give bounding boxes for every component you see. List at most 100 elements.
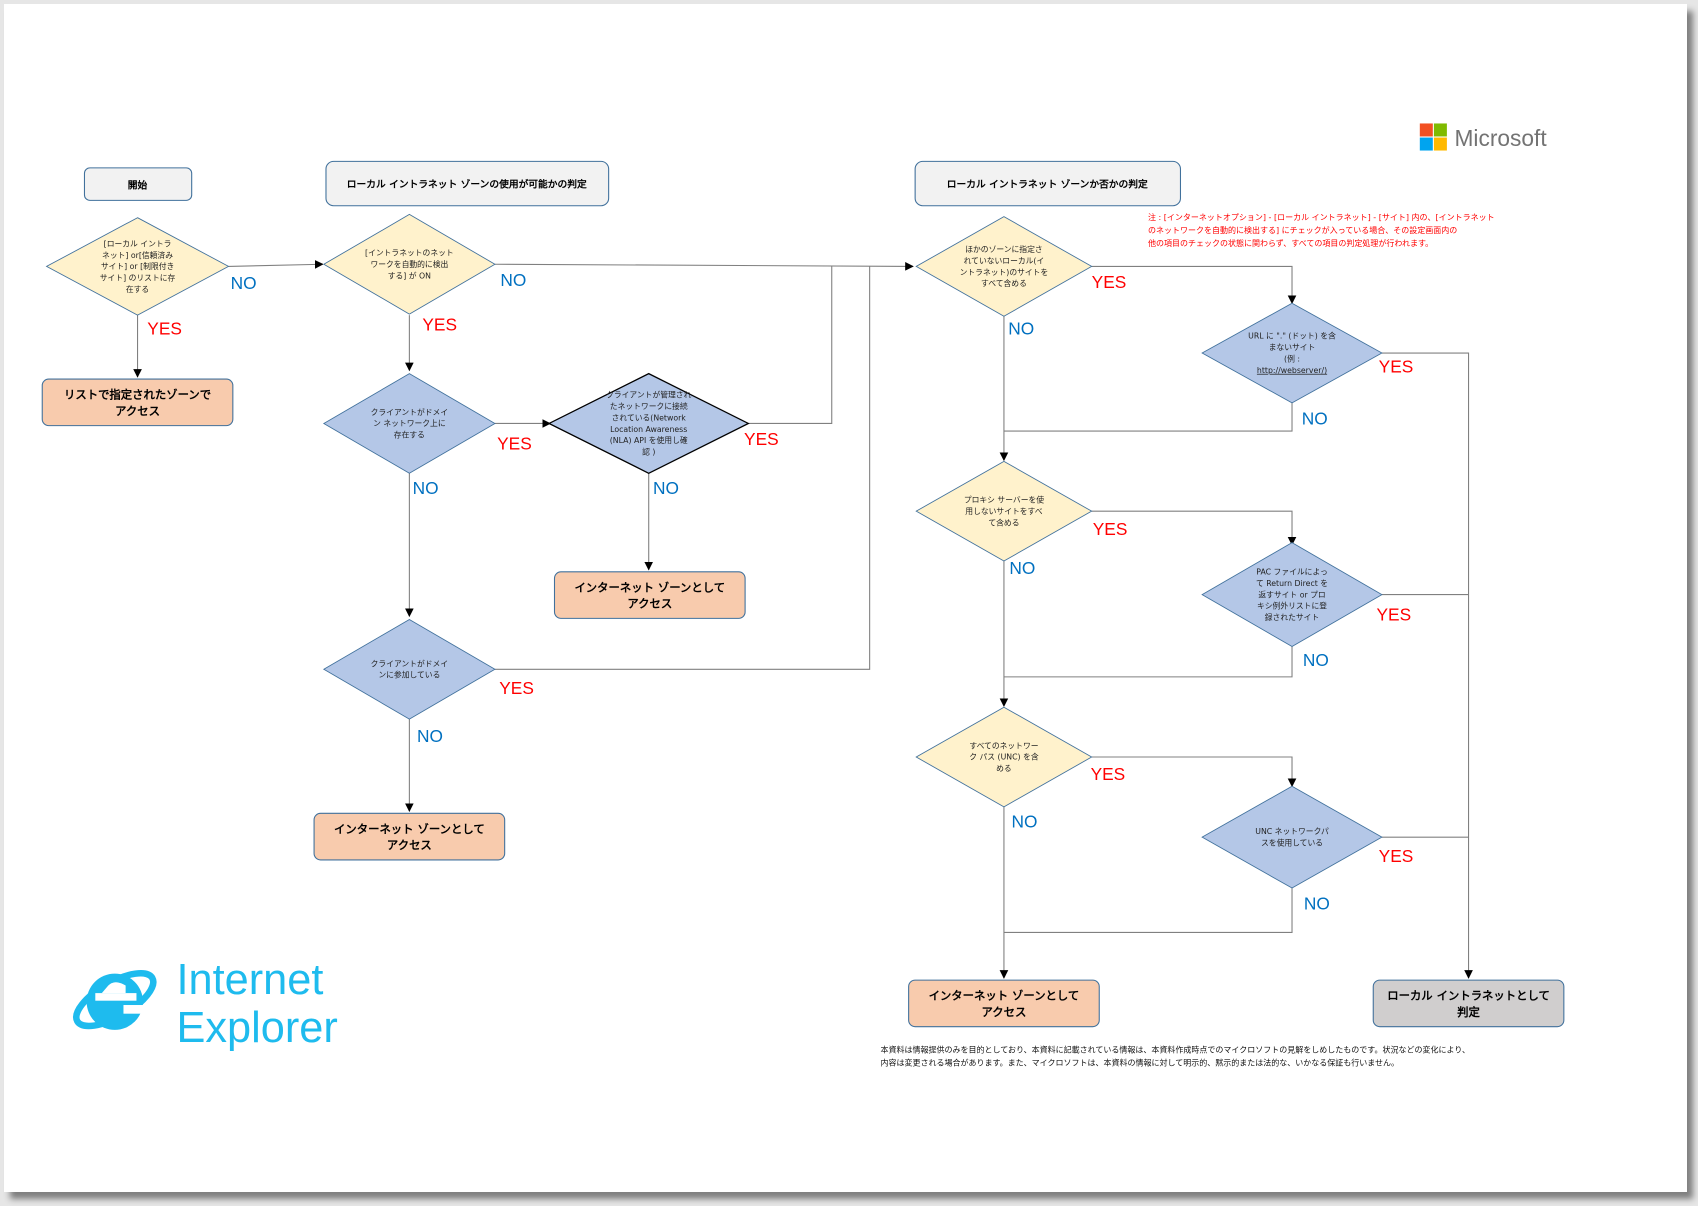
decision-text: すべて含める xyxy=(981,278,1027,288)
start-label: 開始 xyxy=(128,178,148,191)
result-text: インターネット ゾーンとして xyxy=(929,989,1080,1003)
decision-d4: クライアントが管理されたネットワークに接続されている(NetworkLocati… xyxy=(547,372,750,474)
result-text: アクセス xyxy=(627,597,672,611)
decision-text: ントラネット)のサイトを xyxy=(960,268,1049,277)
microsoft-logo: Microsoft xyxy=(1419,123,1547,151)
ms-square-green xyxy=(1433,123,1447,137)
result-box xyxy=(1372,979,1565,1028)
decision-text: [ローカル イントラ xyxy=(104,239,172,248)
decision-text: Location Awareness xyxy=(610,425,687,434)
decision-text: て Return Direct を xyxy=(1256,579,1328,588)
ms-square-blue xyxy=(1419,137,1433,151)
branch-labels: NOYESNOYESYESNOYESNOYESNOYESNOYESNOYESNO… xyxy=(147,270,1413,914)
ie-wordmark-line2: Explorer xyxy=(177,1004,338,1052)
decision-text: 存在する xyxy=(394,430,425,440)
section3-header: ローカル イントラネット ゾーンか否かの判定 xyxy=(914,160,1182,207)
decision-text: れていないローカル(イ xyxy=(964,256,1045,265)
yes-label: YES xyxy=(1376,605,1411,625)
no-label: NO xyxy=(413,478,439,498)
decision-shape xyxy=(1201,302,1383,404)
microsoft-wordmark: Microsoft xyxy=(1454,125,1547,151)
decision-shape xyxy=(322,373,496,474)
decision-text: プロキシ サーバーを使 xyxy=(964,495,1044,505)
yes-label: YES xyxy=(422,314,457,334)
no-label: NO xyxy=(500,270,526,290)
no-label: NO xyxy=(417,726,443,746)
decision-text: クライアントがドメイ xyxy=(371,658,449,668)
result-box xyxy=(553,571,746,619)
decision-shape xyxy=(915,706,1093,808)
start-header: 開始 xyxy=(83,167,193,201)
decision-text: 用しないサイトをすべ xyxy=(965,507,1042,516)
decision-text: (例 : xyxy=(1284,353,1300,363)
no-label: NO xyxy=(1303,650,1329,670)
connector-d5-yes xyxy=(494,266,871,670)
yes-label: YES xyxy=(1379,846,1414,866)
result-text: 判定 xyxy=(1457,1005,1480,1019)
connector-d7-yes xyxy=(1381,352,1473,979)
no-label: NO xyxy=(1012,811,1038,831)
ie-wordmark-line1: Internet xyxy=(177,956,324,1004)
decision-shape xyxy=(1201,785,1383,889)
no-label: NO xyxy=(1008,319,1034,339)
yes-label: YES xyxy=(147,319,182,339)
decision-shape xyxy=(322,618,496,720)
decision-text: クライアントがドメイ xyxy=(371,407,449,417)
connector-d2-no xyxy=(494,262,914,271)
yes-label: YES xyxy=(744,429,779,449)
yes-label: YES xyxy=(1093,519,1128,539)
yes-label: YES xyxy=(1092,272,1127,292)
decision-shape xyxy=(915,460,1093,562)
decision-text: たネットワークに接続 xyxy=(610,401,688,411)
decision-text: サイト] or [制限付き xyxy=(101,261,174,271)
no-label: NO xyxy=(653,478,679,498)
connector-d11-no xyxy=(1003,888,1293,934)
result-text: インターネット ゾーンとして xyxy=(574,580,725,594)
decision-shape xyxy=(1201,542,1383,648)
result-text: アクセス xyxy=(115,404,160,418)
ms-square-yellow xyxy=(1433,137,1447,151)
decision-text: める xyxy=(996,764,1012,773)
decision-text: て含める xyxy=(988,517,1019,527)
decision-text: ワークを自動的に検出 xyxy=(370,259,448,269)
decision-text: 録されたサイト xyxy=(1265,612,1319,622)
ie-logo: Internet Explorer xyxy=(73,956,338,1052)
yes-label: YES xyxy=(1091,764,1126,784)
decision-shape xyxy=(915,216,1093,317)
decision-text: ク パス (UNC) を含 xyxy=(969,752,1039,762)
decision-text: [イントラネットのネット xyxy=(365,249,454,258)
connector-d1-no xyxy=(228,260,324,269)
decision-shape xyxy=(45,217,230,316)
result-box xyxy=(313,812,506,861)
connector-d9-no xyxy=(1003,646,1293,678)
decision-text: URL に "." (ドット) を含 xyxy=(1248,331,1336,341)
ie-icon xyxy=(73,970,157,1030)
decision-text: キシ例外リストに登 xyxy=(1257,601,1327,611)
result-box xyxy=(908,979,1100,1028)
note-line: のネットワークを自動的に検出する] にチェックが入っている場合、その設定画面内の xyxy=(1148,225,1457,235)
decision-shape xyxy=(322,213,496,315)
decision-text: PAC ファイルによっ xyxy=(1256,568,1328,577)
note-line: 注 : [インターネットオプション] - [ローカル イントラネット] - [サ… xyxy=(1148,212,1495,222)
decision-text: されている(Network xyxy=(612,413,687,422)
section3-title: ローカル イントラネット ゾーンか否かの判定 xyxy=(947,177,1148,190)
decision-text: サイト] のリストに存 xyxy=(100,272,176,282)
result-text: リストで指定されたゾーンで xyxy=(64,388,211,402)
disclaimer-line: 本資料は情報提供のみを目的としており、本資料に記載されている情報は、本資料作成時… xyxy=(880,1045,1470,1055)
connector-d8-yes xyxy=(1091,510,1297,546)
decision-text: 返すサイト or プロ xyxy=(1258,590,1325,599)
decision-text: ンに参加している xyxy=(378,670,440,680)
connector-d6-yes xyxy=(1091,265,1297,305)
decision-shape xyxy=(547,372,750,474)
decision-text: スを使用している xyxy=(1261,838,1323,848)
